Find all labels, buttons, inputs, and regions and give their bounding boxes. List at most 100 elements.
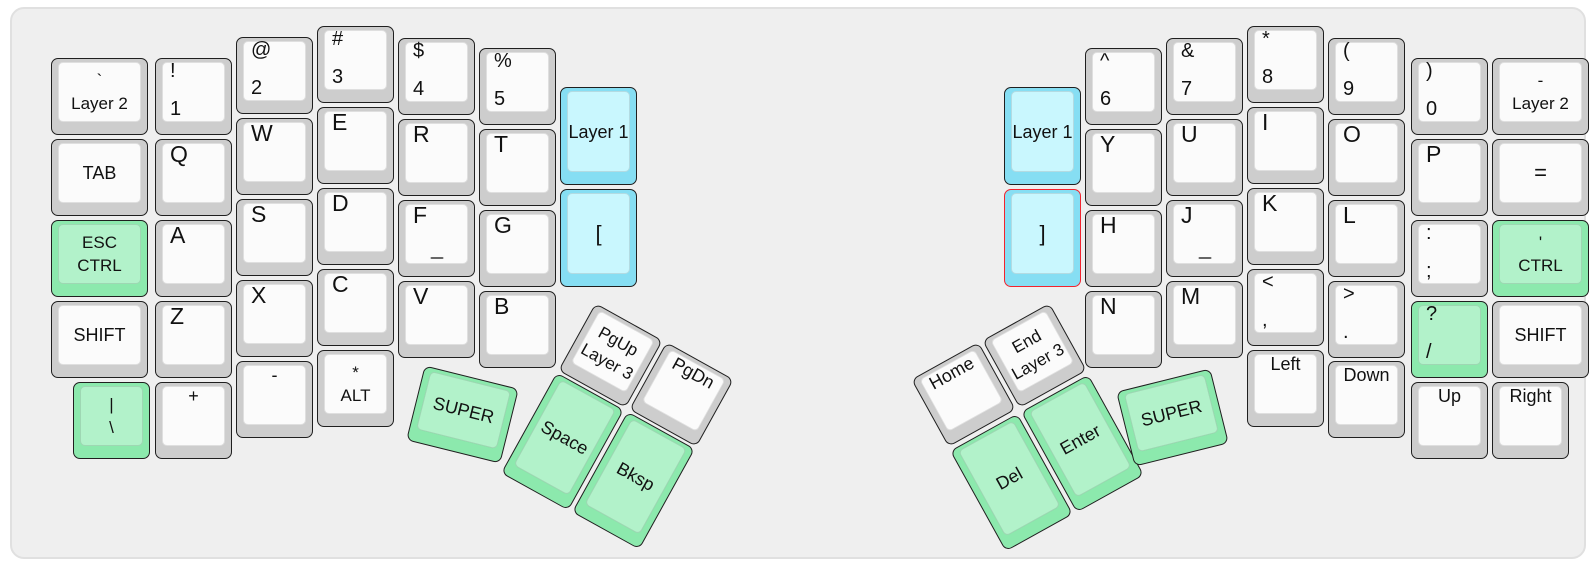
key-e[interactable]: E: [317, 107, 394, 184]
key-arrow-down[interactable]: Down: [1328, 361, 1405, 438]
keycap-face: [1092, 133, 1155, 193]
keycap-face: [80, 386, 143, 446]
key-v[interactable]: V: [398, 281, 475, 358]
keycap-face: [243, 284, 306, 344]
keycap-face: [1418, 305, 1481, 365]
keycap-face: [567, 91, 630, 172]
keycap-face: [1418, 386, 1481, 446]
keycap-face: [1123, 373, 1219, 453]
keycap-face: [324, 354, 387, 414]
key-b[interactable]: B: [479, 291, 556, 368]
key-g[interactable]: G: [479, 210, 556, 287]
key-1[interactable]: !1: [155, 58, 232, 135]
keycap-face: [162, 386, 225, 446]
key-equals[interactable]: =: [1492, 139, 1589, 216]
keycap-face: [405, 204, 468, 264]
key-arrow-up[interactable]: Up: [1411, 382, 1488, 459]
key-y[interactable]: Y: [1085, 129, 1162, 206]
key-n[interactable]: N: [1085, 291, 1162, 368]
keycap-face: [1254, 273, 1317, 333]
key-left-bracket[interactable]: [: [560, 189, 637, 287]
key-layer1-right[interactable]: Layer 1: [1004, 87, 1081, 185]
key-shift-right[interactable]: SHIFT: [1492, 301, 1589, 378]
keycap-face: [324, 111, 387, 171]
key-s[interactable]: S: [236, 199, 313, 276]
key-quote-ctrl[interactable]: 'CTRL: [1492, 220, 1589, 297]
key-plus[interactable]: +: [155, 382, 232, 459]
key-semicolon[interactable]: :;: [1411, 220, 1488, 297]
key-layer1-left[interactable]: Layer 1: [560, 87, 637, 185]
keycap-face: [1418, 224, 1481, 284]
key-i[interactable]: I: [1247, 107, 1324, 184]
key-a[interactable]: A: [155, 220, 232, 297]
keycap-face: [486, 214, 549, 274]
key-minus-left[interactable]: -: [236, 361, 313, 438]
key-2[interactable]: @2: [236, 37, 313, 114]
homing-bar: [1198, 256, 1211, 259]
key-shift-left[interactable]: SHIFT: [51, 301, 148, 378]
keycap-face: [162, 143, 225, 203]
keycap-face: [1011, 91, 1074, 172]
key-l[interactable]: L: [1328, 200, 1405, 277]
key-j[interactable]: J: [1166, 200, 1243, 277]
key-3[interactable]: #3: [317, 26, 394, 103]
key-super-right[interactable]: SUPER: [1116, 368, 1229, 467]
key-c[interactable]: C: [317, 269, 394, 346]
keycap-face: [1335, 123, 1398, 183]
key-8[interactable]: *8: [1247, 26, 1324, 103]
key-0[interactable]: )0: [1411, 58, 1488, 135]
key-w[interactable]: W: [236, 118, 313, 195]
key-arrow-right[interactable]: Right: [1492, 382, 1569, 459]
keycap-face: [324, 30, 387, 90]
key-alt[interactable]: *ALT: [317, 350, 394, 427]
keycap-face: [1335, 365, 1398, 425]
key-r[interactable]: R: [398, 119, 475, 196]
keycap-face: [1335, 42, 1398, 102]
key-d[interactable]: D: [317, 188, 394, 265]
keycap-face: [1499, 62, 1582, 122]
key-k[interactable]: K: [1247, 188, 1324, 265]
key-period[interactable]: >.: [1328, 281, 1405, 358]
key-layer2-right[interactable]: -Layer 2: [1492, 58, 1589, 135]
key-6[interactable]: ^6: [1085, 48, 1162, 125]
key-f[interactable]: F: [398, 200, 475, 277]
key-arrow-left[interactable]: Left: [1247, 350, 1324, 427]
keycap-face: [486, 295, 549, 355]
keycap-face: [1499, 386, 1562, 446]
key-9[interactable]: (9: [1328, 38, 1405, 115]
key-m[interactable]: M: [1166, 281, 1243, 358]
key-x[interactable]: X: [236, 280, 313, 357]
key-right-bracket[interactable]: ]: [1004, 189, 1081, 287]
key-h[interactable]: H: [1085, 210, 1162, 287]
key-z[interactable]: Z: [155, 301, 232, 378]
key-layer2-left[interactable]: `Layer 2: [51, 58, 148, 135]
keycap-face: [243, 122, 306, 182]
key-u[interactable]: U: [1166, 119, 1243, 196]
keycap-face: [58, 62, 141, 122]
key-q[interactable]: Q: [155, 139, 232, 216]
keycap-face: [243, 41, 306, 101]
key-4[interactable]: $4: [398, 38, 475, 115]
keycap-face: [1335, 204, 1398, 264]
key-pipe-backslash[interactable]: |\: [73, 382, 150, 459]
key-o[interactable]: O: [1328, 119, 1405, 196]
key-slash[interactable]: ?/: [1411, 301, 1488, 378]
key-comma[interactable]: <,: [1247, 269, 1324, 346]
key-7[interactable]: &7: [1166, 38, 1243, 115]
keycap-face: [1254, 30, 1317, 90]
key-t[interactable]: T: [479, 129, 556, 206]
key-5[interactable]: %5: [479, 48, 556, 125]
keycap-face: [1418, 62, 1481, 122]
key-super-left[interactable]: SUPER: [406, 365, 519, 464]
keycap-face: [570, 310, 655, 394]
keycap-face: [243, 203, 306, 263]
keycap-face: [416, 370, 512, 450]
keycap-face: [1418, 143, 1481, 203]
keycap-face: [1173, 204, 1236, 264]
key-tab[interactable]: TAB: [51, 139, 148, 216]
keycap-face: [405, 42, 468, 102]
key-p[interactable]: P: [1411, 139, 1488, 216]
keycap-face: [1499, 305, 1582, 365]
